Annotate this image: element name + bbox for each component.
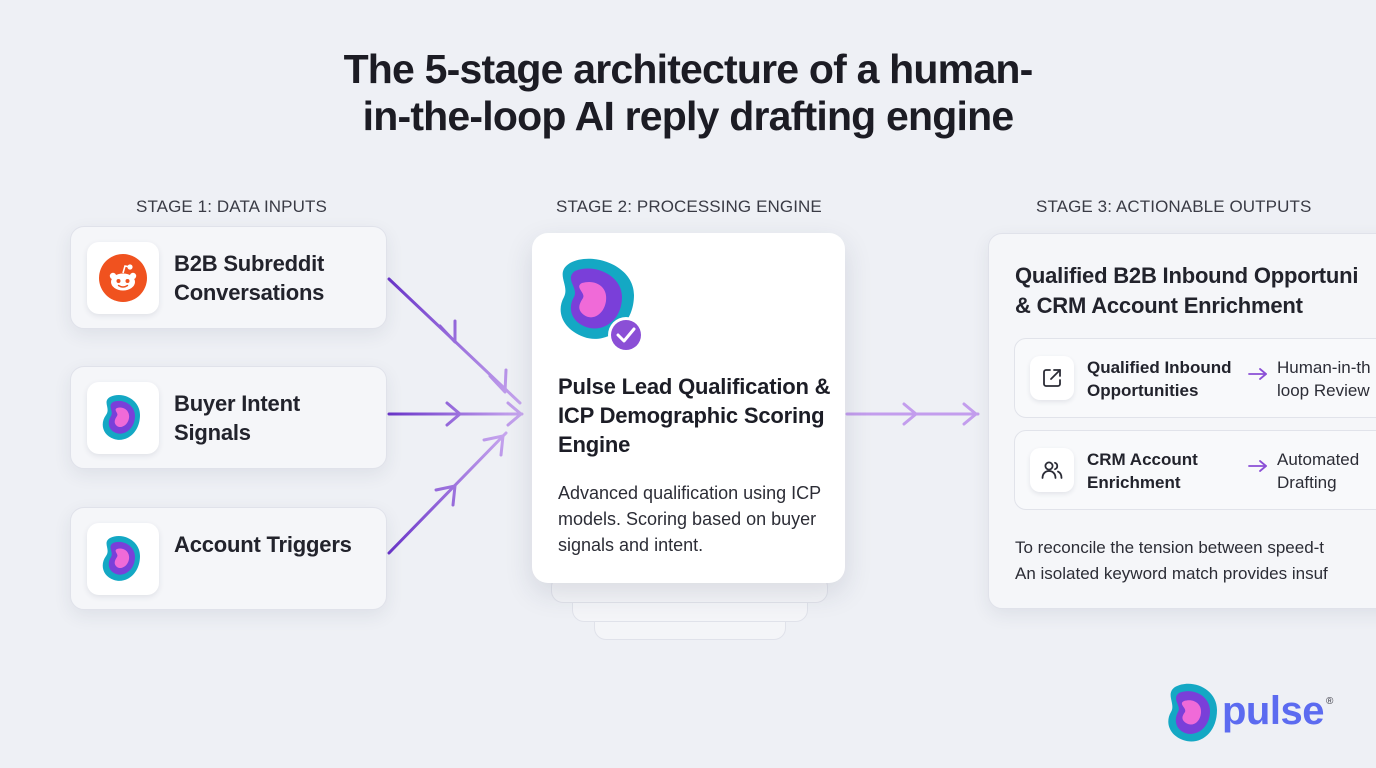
output-result-line-1: Automated: [1277, 450, 1360, 469]
input-label-reddit: B2B Subreddit Conversations: [174, 251, 325, 305]
pulse-blob-icon: [102, 395, 140, 440]
outputs-description: To reconcile the tension between speed-t…: [1015, 535, 1376, 587]
input-icon-box: [87, 523, 159, 595]
external-link-icon: [1043, 369, 1061, 387]
engine-description: Advanced qualification using ICP models.…: [558, 483, 821, 555]
output-icon-box: [1030, 356, 1074, 400]
output-label-crm-enrichment: CRM Account Enrichment: [1087, 450, 1198, 492]
pulse-logo-icon: [1168, 683, 1217, 742]
outputs-title-line-1: Qualified B2B Inbound Opportuni: [1015, 263, 1359, 288]
output-result-crm-enrichment: Automated Drafting: [1277, 448, 1376, 494]
outputs-card: Qualified B2B Inbound Opportuni & CRM Ac…: [988, 233, 1376, 609]
output-label-qualified-inbound: Qualified Inbound Opportunities: [1087, 358, 1232, 400]
arrow-input-1: [387, 277, 522, 405]
pulse-check-icon: [560, 258, 644, 353]
outputs-title-line-2: & CRM Account Enrichment: [1015, 293, 1303, 318]
outputs-description-line-1: To reconcile the tension between speed-t: [1015, 538, 1325, 557]
engine-title: Pulse Lead Qualification & ICP Demograph…: [558, 374, 831, 457]
brand-wordmark: pulse: [1222, 688, 1324, 733]
page-title: The 5-stage architecture of a human- in-…: [0, 46, 1376, 140]
page-title-line-2: in-the-loop AI reply drafting engine: [362, 93, 1015, 139]
output-result-line-2: loop Review: [1277, 381, 1370, 400]
output-icon-box: [1030, 448, 1074, 492]
arrow-right-icon: [1248, 368, 1267, 380]
input-card-reddit: B2B Subreddit Conversations: [70, 226, 387, 329]
output-result-qualified-inbound: Human-in-th loop Review: [1277, 356, 1376, 402]
outputs-description-line-2: An isolated keyword match provides insuf: [1015, 564, 1328, 583]
input-icon-box: [87, 242, 159, 314]
stage-3-label: STAGE 3: ACTIONABLE OUTPUTS: [1036, 197, 1312, 216]
input-label-buyer-intent: Buyer Intent Signals: [174, 391, 300, 445]
users-icon: [1041, 461, 1063, 479]
brand-registered-mark: ®: [1325, 695, 1334, 707]
output-result-line-1: Human-in-th: [1277, 358, 1371, 377]
output-result-line-2: Drafting: [1277, 473, 1337, 492]
input-label-account-triggers: Account Triggers: [174, 532, 352, 557]
arrow-right-icon: [1248, 460, 1267, 472]
pulse-blob-icon: [102, 536, 140, 581]
output-item-qualified-inbound: Qualified Inbound Opportunities Human-in…: [1014, 338, 1376, 418]
page-title-line-1: The 5-stage architecture of a human-: [343, 46, 1034, 92]
processing-engine-card: Pulse Lead Qualification & ICP Demograph…: [532, 233, 845, 583]
arrow-input-3: [387, 431, 508, 555]
outputs-title: Qualified B2B Inbound Opportuni & CRM Ac…: [1015, 261, 1376, 321]
arrow-input-2: [387, 401, 524, 427]
output-item-crm-enrichment: CRM Account Enrichment Automated Draftin…: [1014, 430, 1376, 510]
input-card-buyer-intent: Buyer Intent Signals: [70, 366, 387, 469]
input-icon-box: [87, 382, 159, 454]
stage-2-label: STAGE 2: PROCESSING ENGINE: [556, 197, 822, 216]
stage-1-label: STAGE 1: DATA INPUTS: [136, 197, 327, 216]
arrow-engine-to-output: [845, 402, 980, 426]
pulse-brand-logo: pulse ®: [1167, 682, 1333, 746]
input-card-account-triggers: Account Triggers: [70, 507, 387, 610]
reddit-icon: [99, 254, 147, 302]
